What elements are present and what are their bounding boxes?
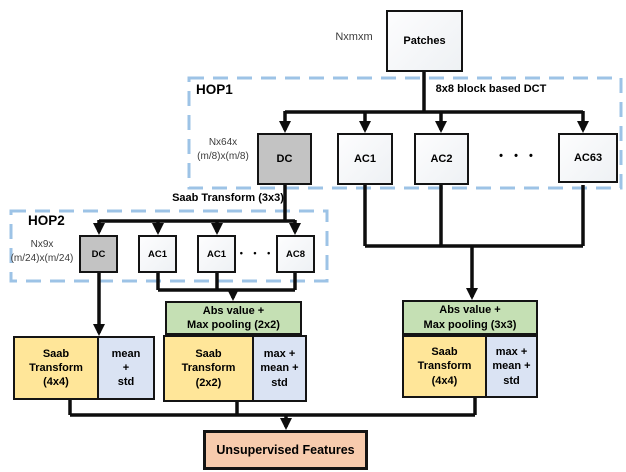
hop2-ac1b-box: AC1 — [197, 235, 236, 273]
hop2-dc-label: DC — [91, 248, 106, 260]
saab-3x3-label: Saab Transform (3x3) — [172, 192, 284, 204]
hop2-ac1a-box: AC1 — [138, 235, 177, 273]
hop1-dim-label: Nx64x (m/8)x(m/8) — [197, 137, 249, 162]
max-mean-std-mid-box: max + mean + std — [252, 337, 305, 400]
hop2-ac8-box: AC8 — [276, 235, 315, 273]
hop1-title: HOP1 — [196, 82, 233, 97]
hop1-dc-box: DC — [257, 133, 312, 185]
input-dim-label: Nxmxm — [335, 31, 373, 43]
mid-feature-group: Saab Transform (2x2) max + mean + std — [163, 335, 307, 402]
unsupervised-features-label: Unsupervised Features — [216, 443, 355, 457]
hop2-title: HOP2 — [28, 213, 65, 228]
hop2-region — [9, 209, 329, 283]
saab-4x4-left-box: Saab Transform (4x4) — [15, 338, 97, 398]
hop2-dc-box: DC — [79, 235, 118, 273]
hop2-ac1b-label: AC1 — [206, 248, 226, 260]
hop1-dc-label: DC — [276, 153, 293, 165]
abs-maxpool-2x2-box: Abs value + Max pooling (2x2) — [165, 301, 302, 335]
saab-4x4-right-box: Saab Transform (4x4) — [404, 337, 485, 396]
hop1-ac2-box: AC2 — [414, 133, 469, 185]
hop1-ac1-label: AC1 — [353, 153, 376, 165]
hop2-ac8-label: AC8 — [285, 248, 305, 260]
abs-maxpool-3x3-box: Abs value + Max pooling (3x3) — [402, 300, 538, 335]
patches-box: Patches — [386, 10, 463, 72]
hop1-ac63-box: AC63 — [558, 133, 618, 183]
hop1-region — [187, 76, 623, 190]
hop2-ac1a-label: AC1 — [147, 248, 167, 260]
mean-std-box: mean + std — [97, 338, 153, 398]
saab-2x2-box: Saab Transform (2x2) — [165, 337, 252, 400]
hop1-ac1-box: AC1 — [337, 133, 393, 185]
unsupervised-features-box: Unsupervised Features — [203, 430, 368, 470]
hop1-ac2-label: AC2 — [430, 153, 453, 165]
hop1-ellipsis: • • • — [499, 150, 537, 162]
hop2-dim-label: Nx9x (m/24)x(m/24) — [10, 239, 74, 264]
right-feature-group: Saab Transform (4x4) max + mean + std — [402, 335, 538, 398]
left-feature-group: Saab Transform (4x4) mean + std — [13, 336, 155, 400]
hop1-transform-label: 8x8 block based DCT — [435, 83, 547, 95]
patches-label: Patches — [403, 35, 446, 47]
hop2-ellipsis: • • • — [239, 248, 275, 258]
hop1-ac63-label: AC63 — [573, 152, 603, 164]
max-mean-std-right-box: max + mean + std — [485, 337, 536, 396]
